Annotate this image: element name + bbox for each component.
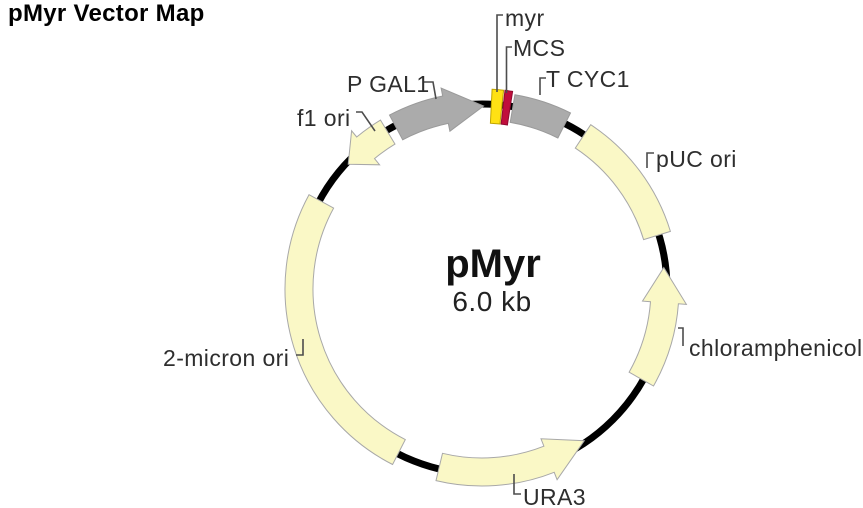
label-mcs: MCS [513, 35, 565, 61]
feature-puc-ori [574, 124, 672, 241]
plasmid-size: 6.0 kb [452, 286, 531, 317]
feature-two-micron-ori [284, 194, 406, 466]
feature-chloramphenicol [628, 266, 688, 387]
label-myr: myr [505, 5, 545, 31]
label-puc-ori: pUC ori [656, 146, 737, 172]
leaders-layer [296, 14, 684, 495]
leader-chloramphenicol [678, 327, 684, 346]
label-p-gal1: P GAL1 [347, 71, 430, 97]
plasmid-name: pMyr [445, 242, 541, 286]
leader-puc-ori [646, 152, 654, 168]
features-layer [284, 87, 688, 487]
leader-f1-ori [356, 111, 376, 132]
feature-mcs [500, 89, 514, 126]
label-f1-ori: f1 ori [297, 105, 351, 131]
feature-f1-ori [347, 119, 396, 166]
label-ura3: URA3 [523, 484, 586, 508]
feature-t-cyc1 [509, 94, 572, 139]
leader-two-micron-ori [296, 339, 304, 356]
label-t-cyc1: T CYC1 [546, 66, 630, 92]
leader-p-gal1 [424, 81, 437, 100]
leader-t-cyc1 [539, 77, 546, 95]
feature-myr [489, 88, 505, 125]
feature-ura3 [435, 438, 586, 487]
label-two-micron-ori: 2-micron ori [163, 345, 289, 371]
feature-p-gal1 [388, 87, 485, 141]
leader-ura3 [513, 474, 521, 495]
leader-myr [496, 14, 503, 92]
label-chloramphenicol: chloramphenicol [689, 335, 862, 361]
leader-mcs [505, 46, 512, 93]
page-title: pMyr Vector Map [8, 0, 205, 27]
